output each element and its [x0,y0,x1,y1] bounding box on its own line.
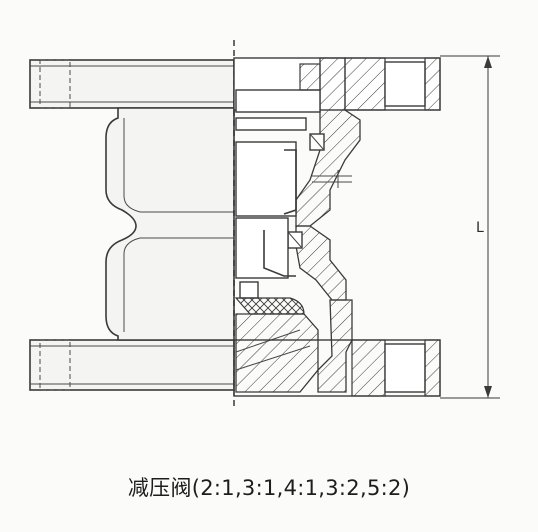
bolt-hole-top-left [39,59,71,109]
bolt-hole-bottom-right [384,343,426,393]
length-dimension: L [440,55,500,399]
valve-stem [235,217,289,279]
spring-cap [235,89,321,113]
lower-body-wall [295,225,347,301]
seat-ring [234,297,305,315]
valve-body-outline [105,107,235,341]
outlet-wall [317,299,353,393]
valve-exterior-view [29,59,235,391]
top-flange-left [29,59,235,109]
piston-chamber [235,141,297,217]
adjust-screw [299,63,321,91]
caption: 减压阀(2:1,3:1,4:1,3:2,5:2) [127,476,411,500]
bottom-flange-left [29,339,235,391]
valve-drawing: L [29,40,500,410]
valve-disc [235,313,319,393]
dimension-label: L [476,220,484,236]
upper-body-wall [295,57,361,227]
bolt-hole-top-right [384,61,426,107]
cap-plate [235,117,307,131]
stem-nut [239,281,259,299]
valve-section-view [233,57,441,397]
